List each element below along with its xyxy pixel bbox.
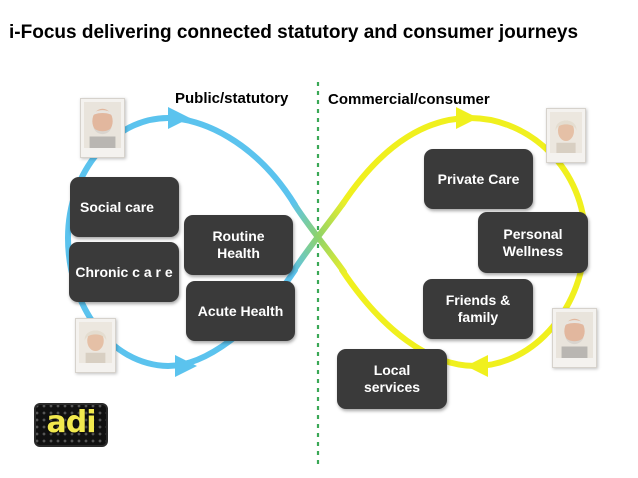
box-social-care: Social care [70, 177, 179, 237]
photo-older-woman-left [75, 318, 116, 373]
arrow-left-top [168, 107, 190, 129]
box-local-services: Local services [337, 349, 447, 409]
box-acute-health: Acute Health [186, 281, 295, 341]
arrow-right-top [456, 107, 478, 129]
page-title: i-Focus delivering connected statutory a… [9, 22, 579, 43]
box-private-care: Private Care [424, 149, 533, 209]
box-chronic-care: Chronic c a r e [69, 242, 179, 302]
crossover-stroke-2 [290, 199, 347, 275]
older-man-icon [84, 102, 121, 148]
older-man-icon [556, 312, 593, 358]
left-loop [64, 114, 298, 370]
older-woman-icon [550, 112, 582, 153]
box-personal-wellness: Personal Wellness [478, 212, 588, 273]
section-label-commercial: Commercial/consumer [328, 91, 490, 108]
photo-older-man-left [80, 98, 125, 158]
box-friends-family: Friends & family [423, 279, 533, 339]
box-routine-health: Routine Health [184, 215, 293, 275]
older-woman-icon [79, 322, 112, 363]
photo-older-man-right [552, 308, 597, 368]
logo-text: adi [46, 405, 96, 440]
photo-older-woman-right [546, 108, 586, 163]
section-label-public: Public/statutory [175, 90, 289, 107]
arrow-right-bottom [466, 355, 488, 377]
arrow-left-bottom [175, 355, 197, 377]
adi-logo: adi [34, 403, 108, 447]
